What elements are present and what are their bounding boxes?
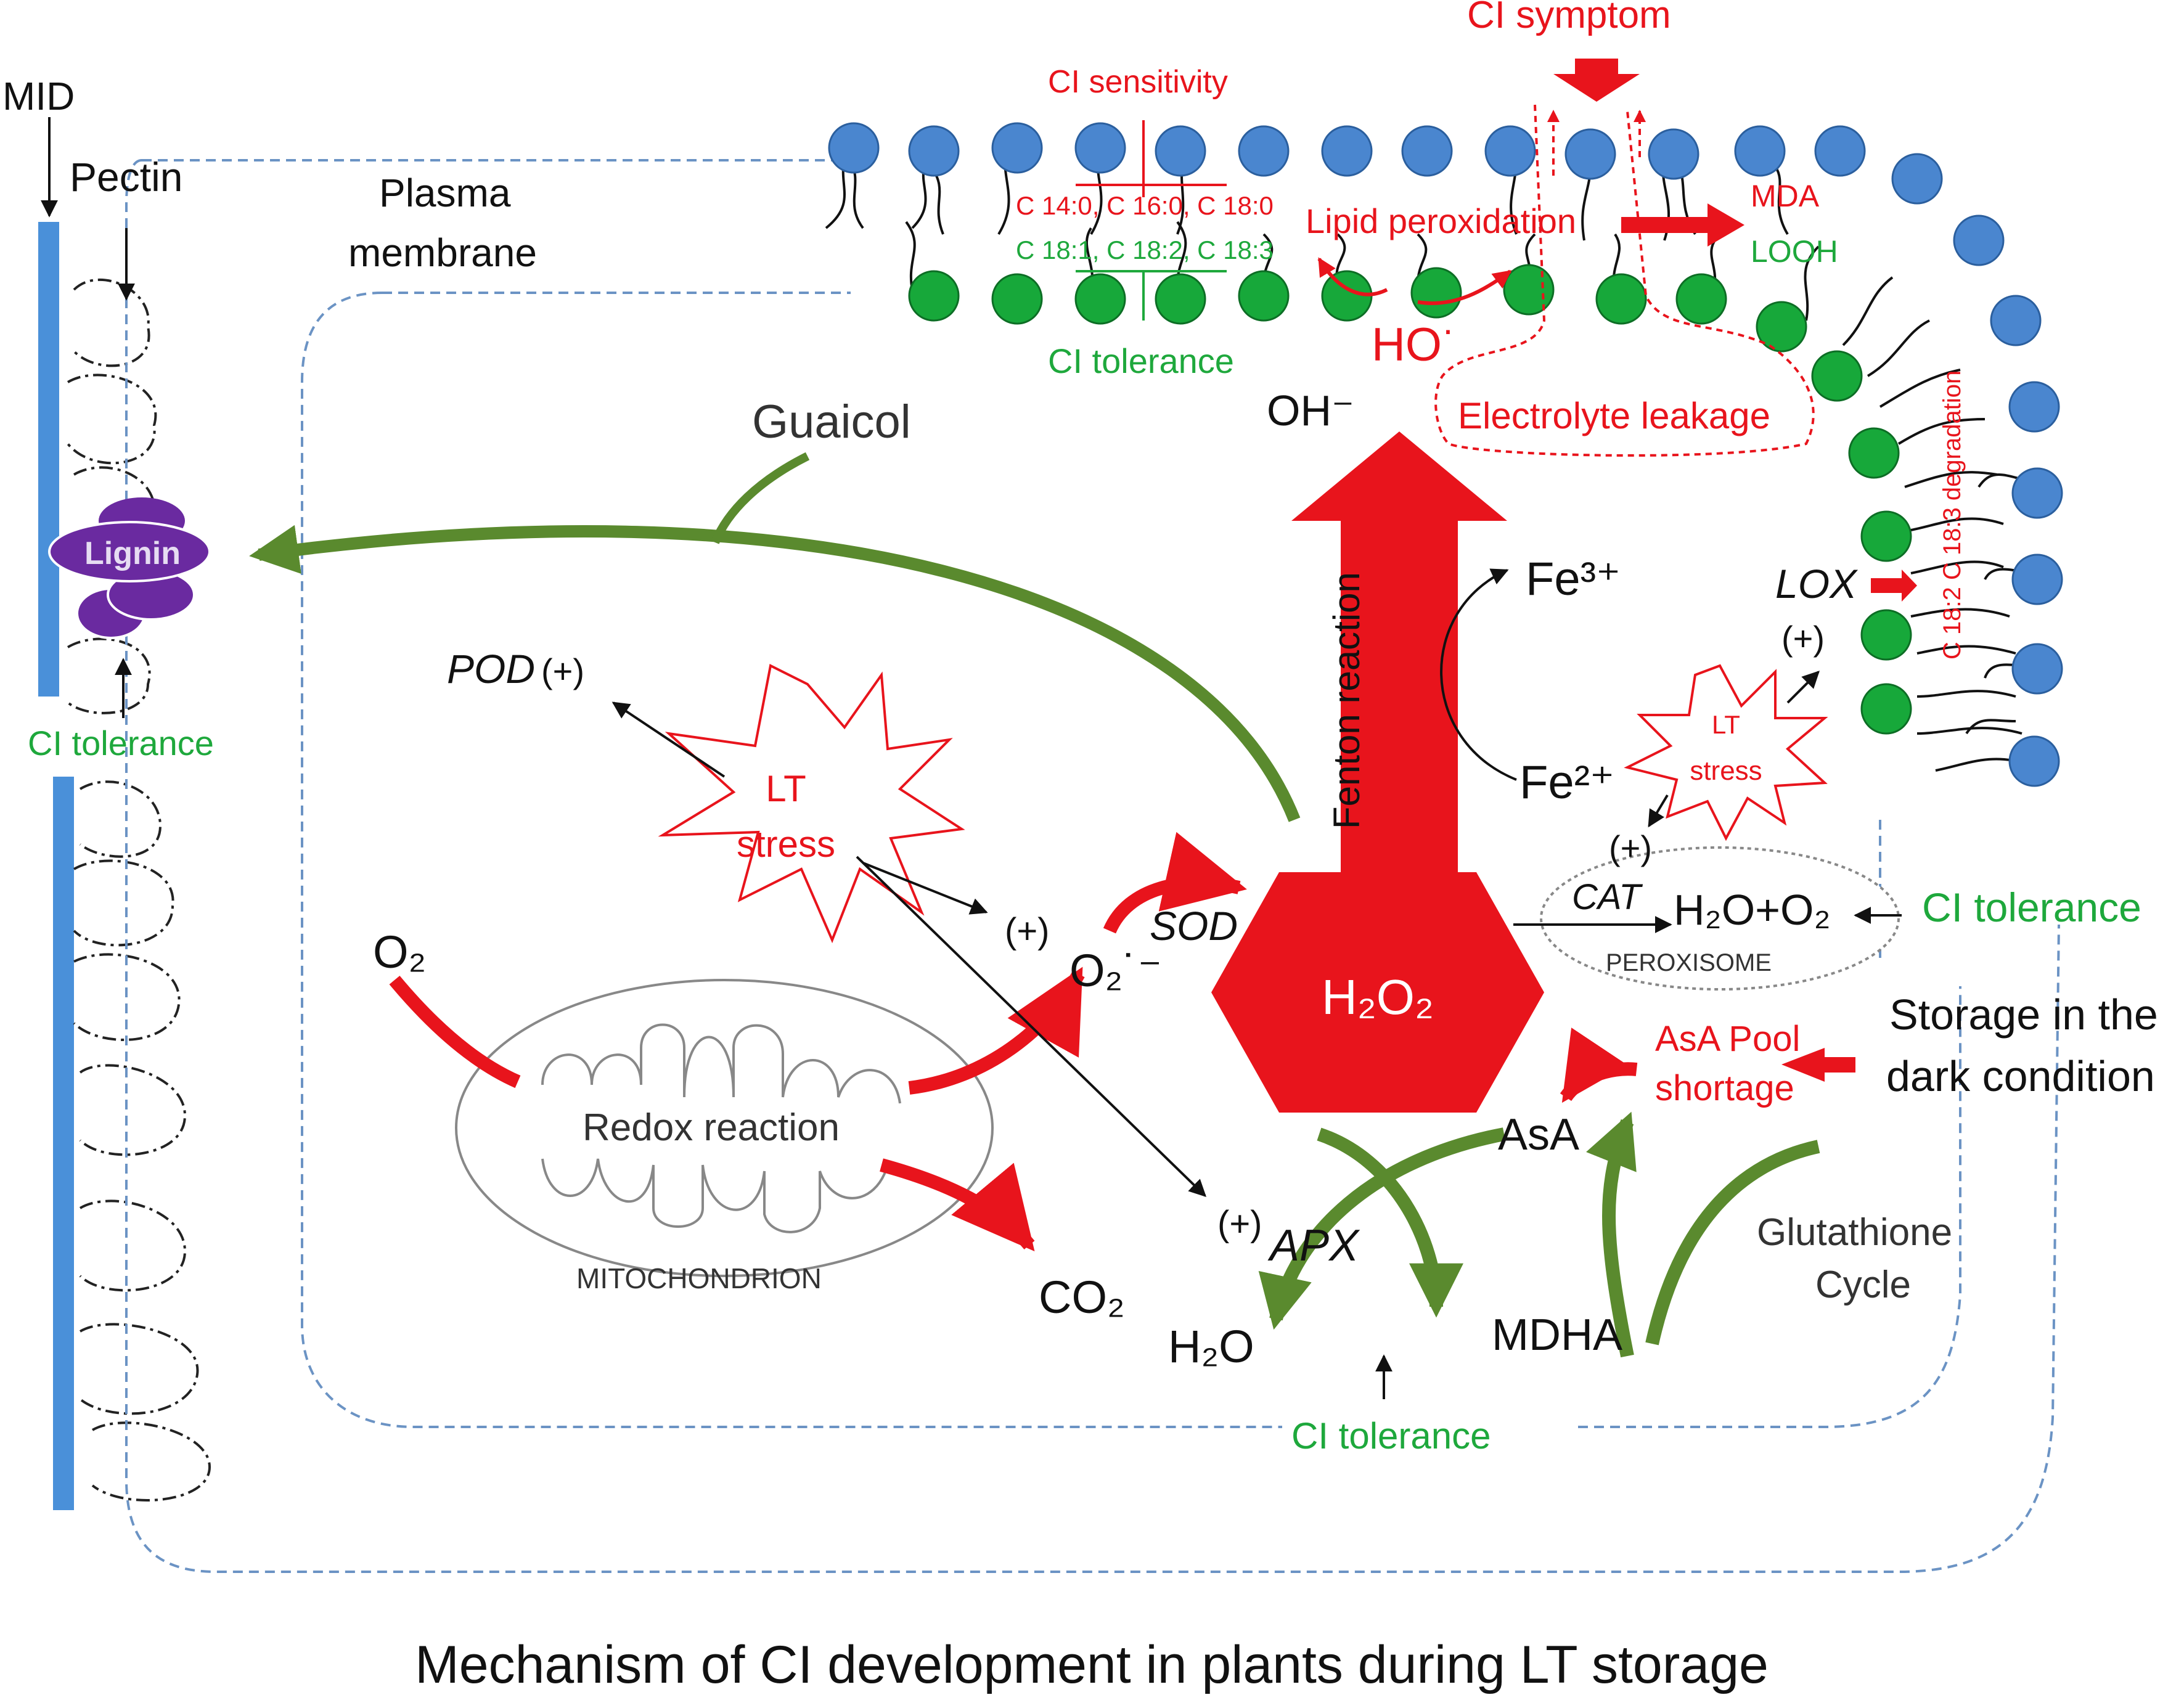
phospholipid-heads-outer [828,122,2063,787]
ci-sensitivity-label: CI sensitivity [1048,64,1228,100]
lt-stress-small-line1: LT [1712,710,1740,739]
ci-tolerance-membrane: CI tolerance [1048,341,1234,380]
water-oxygen-label: H₂O+O₂ [1674,886,1831,934]
lt-stress-large-line1: LT [766,768,806,809]
sod-label: SOD [1150,903,1238,949]
lox-plus: (+) [1781,619,1825,658]
redox-reaction-label: Redox reaction [583,1106,840,1149]
o2-label: O₂ [373,926,426,978]
fatty-acid-dividers [1076,120,1227,321]
glutathione-line2: Cycle [1815,1264,1911,1306]
electrolyte-leakage-label: Electrolyte leakage [1458,395,1770,436]
caption: Mechanism of CI development in plants du… [415,1635,1769,1694]
lipid-peroxidation-label: Lipid peroxidation [1306,202,1576,240]
red-flux-arrows [389,832,1638,1252]
mid-label: MID [2,74,75,118]
asa-label: AsA [1498,1110,1579,1159]
ci-symptom-label: CI symptom [1467,0,1671,36]
mitochondrion [455,979,994,1277]
lipid-bilayer [825,122,2063,787]
mdha-label: MDHA [1492,1310,1622,1360]
unsaturated-fatty-acids: C 18:1, C 18:2, C 18:3 [1016,235,1274,264]
lipid-peroxidation-arrows [1317,257,1512,305]
cat-plus: (+) [1609,828,1652,867]
electrolyte-leakage-bubble [1434,104,1815,457]
lt-stress-burst-large [658,664,965,944]
fe2-label: Fe²⁺ [1519,756,1614,809]
peroxisome [1540,846,1900,991]
mitochondrion-label: MITOCHONDRION [576,1262,822,1294]
black-arrows [41,117,1902,1399]
red-thin-arrows [1547,110,1646,176]
guaicol-to-lignin-arrow [249,452,1301,822]
pectin-label: Pectin [70,154,182,200]
fenton-arrow [1291,431,1507,872]
lignin-label: Lignin [84,536,181,571]
storage-dark-line1: Storage in the [1889,991,2158,1039]
pectin-strands [67,278,211,1502]
apx-label: APX [1267,1221,1360,1270]
h2o2-hexagon [1211,872,1544,1113]
h2o2-label: H₂O₂ [1322,970,1434,1024]
lignin-cluster [48,497,211,639]
asa-pool-line2: shortage [1655,1068,1794,1108]
lox-label: LOX [1775,561,1859,607]
lox-arrow [1871,570,1917,602]
superoxide-label: O₂˙⁻ [1070,945,1162,996]
lt-stress-large-line2: stress [737,823,835,865]
storage-dark-line2: dark condition [1886,1052,2155,1100]
phospholipid-heads-inner [908,264,1912,735]
lt-stress-small-line2: stress [1690,756,1762,786]
ci-tolerance-bottom: CI tolerance [1291,1415,1491,1457]
co2-label: CO₂ [1039,1272,1125,1323]
mda-arrow [1621,203,1744,247]
hydroxyl-radical-label: HO· [1372,309,1454,371]
plus-superoxide: (+) [1005,911,1050,951]
looh-label: LOOH [1751,234,1838,269]
storage-arrow [1781,1048,1855,1082]
lt-stress-burst-small [1624,664,1828,841]
pod-label: POD(+) [447,646,584,692]
ascorbate-glutathione-cycle [1258,1111,1820,1358]
cell-wall [38,222,211,1510]
plasma-membrane-label-2: membrane [348,231,537,275]
ci-tolerance-wall: CI tolerance [28,724,214,762]
fatty-acid-degradation-label: C 18:2 C 18:3 degradation [1939,370,1966,660]
glutathione-line1: Glutathione [1757,1211,1952,1254]
guaicol-label: Guaicol [752,396,911,448]
asa-pool-line1: AsA Pool [1655,1019,1800,1059]
peroxisome-label: PEROXISOME [1606,949,1772,976]
fenton-reaction-label: Fenton reaction [1326,572,1367,829]
apx-plus: (+) [1217,1204,1262,1244]
oh-minus-label: OH⁻ [1267,386,1354,435]
saturated-fatty-acids: C 14:0, C 16:0, C 18:0 [1016,191,1274,220]
cristae [541,1023,901,1233]
ci-tolerance-peroxisome: CI tolerance [1922,885,2141,930]
plasma-membrane-label-1: Plasma [379,171,511,215]
water-label: H₂O [1168,1321,1254,1372]
mda-label: MDA [1751,179,1820,213]
cat-label: CAT [1572,877,1643,917]
fe3-label: Fe³⁺ [1526,553,1621,605]
ci-symptom-arrow [1553,59,1640,102]
